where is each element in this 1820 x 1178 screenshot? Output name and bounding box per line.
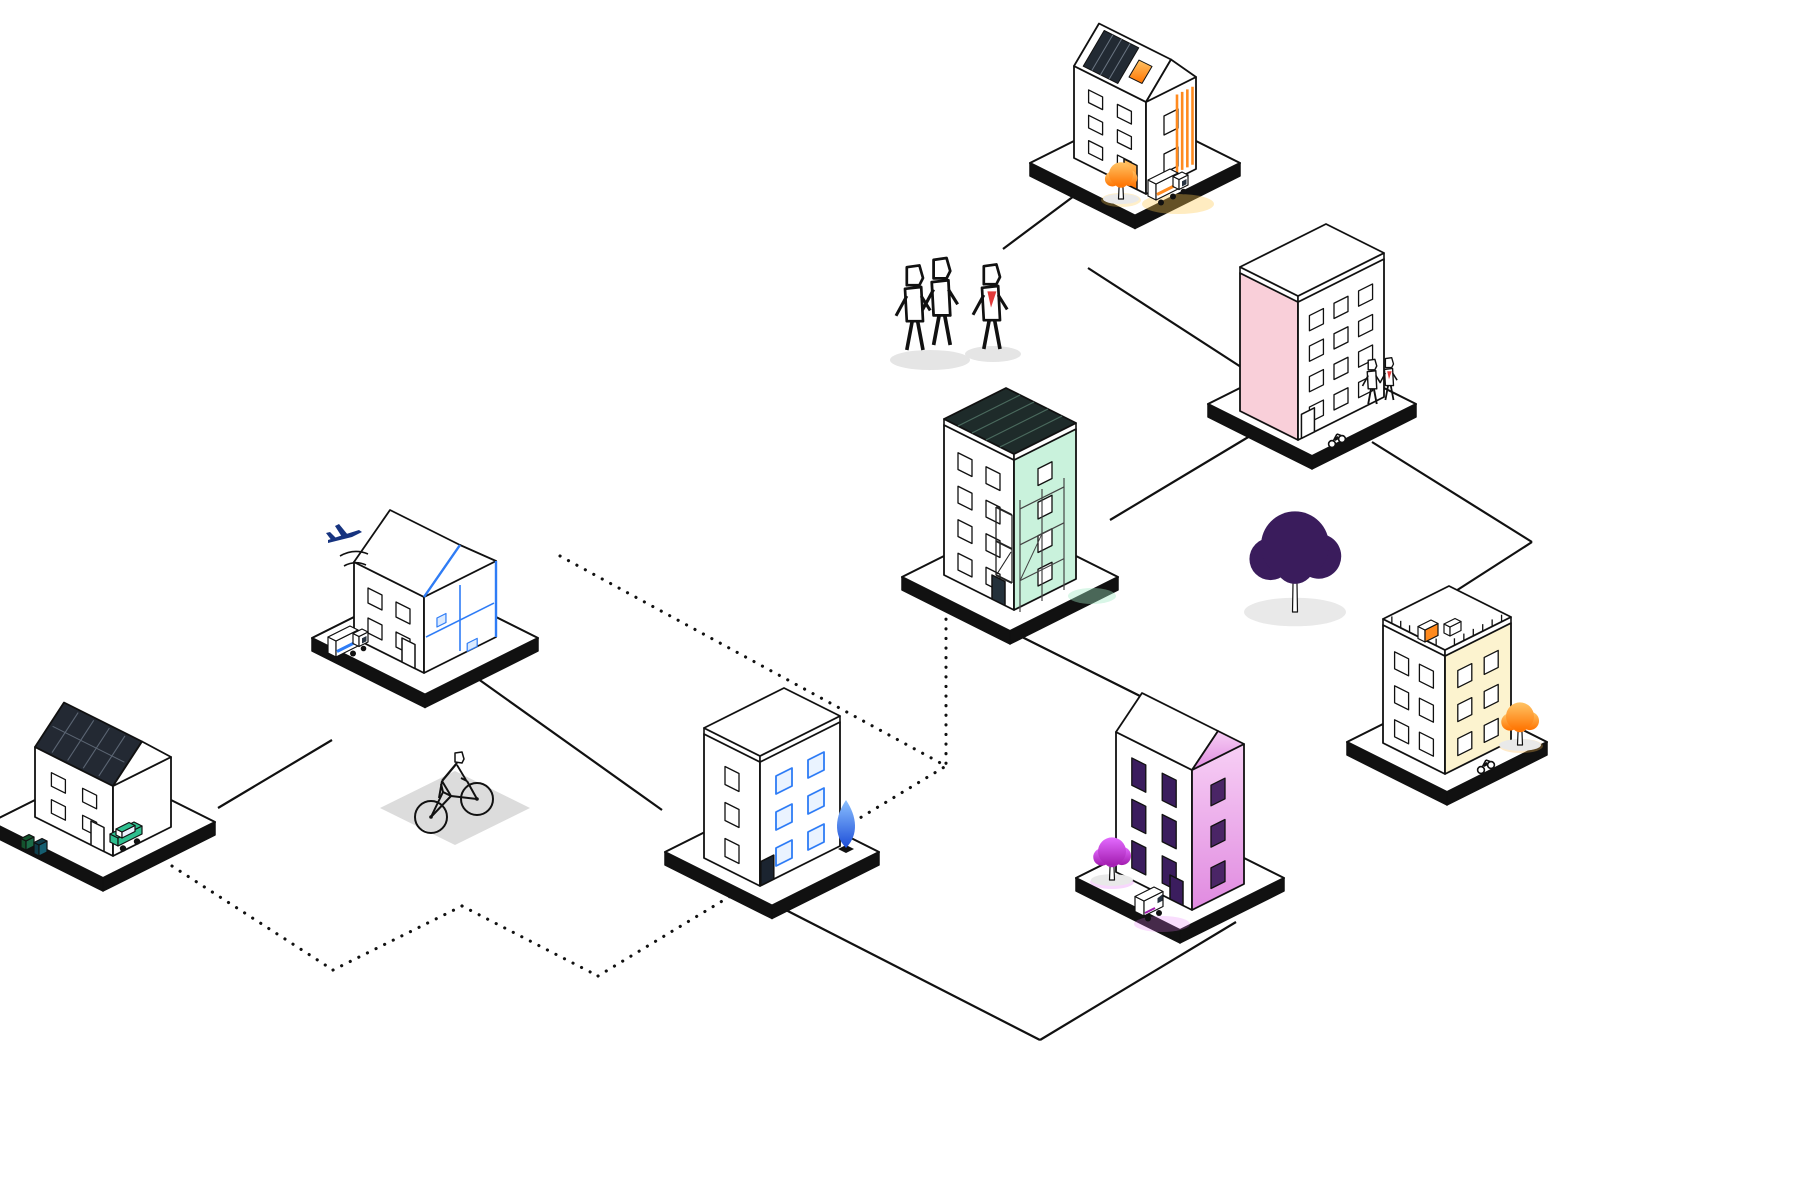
person-figure	[921, 256, 959, 346]
connector-solid	[1087, 267, 1259, 379]
connector-solid	[1109, 429, 1261, 521]
cyclist	[380, 751, 530, 845]
person-figure	[894, 264, 932, 351]
house-delivery-orange	[1029, 22, 1241, 230]
connector-solid	[1039, 921, 1237, 1041]
connector-solid	[473, 675, 663, 811]
connector-dotted	[331, 904, 464, 972]
person-figure	[971, 263, 1009, 350]
connector-solid	[777, 905, 1041, 1041]
connector-solid	[1011, 631, 1151, 702]
house-solar-panels	[0, 701, 216, 892]
apartment-blue-windows	[664, 687, 880, 920]
connector-solid	[1002, 189, 1083, 250]
person-figure	[1361, 358, 1382, 405]
connector-dotted	[460, 904, 600, 978]
person-figure	[1379, 357, 1398, 401]
apartment-pink	[1207, 223, 1417, 470]
connector-solid	[217, 739, 333, 809]
connector-dotted	[170, 864, 335, 972]
townhouse-green-renovation	[901, 387, 1119, 645]
house-smart-blue-cutaway	[311, 509, 539, 709]
people-group	[890, 256, 1021, 370]
connector-dotted	[558, 554, 948, 768]
connector-solid	[1371, 441, 1533, 543]
townhouse-purple-ornate	[1075, 692, 1285, 944]
connector-solid	[1447, 541, 1533, 597]
tree-purple-large	[1244, 511, 1346, 627]
apartment-yellow-roofdeck	[1346, 585, 1548, 806]
